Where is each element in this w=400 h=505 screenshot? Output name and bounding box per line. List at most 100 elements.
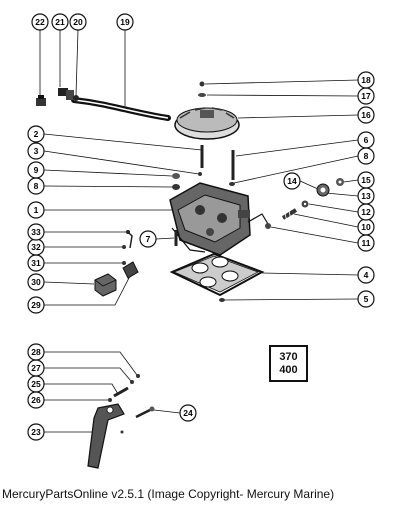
callout-circle: [27, 223, 45, 241]
callout-5: 5: [357, 290, 375, 308]
callout-circle: [27, 391, 45, 409]
leader-line-24: [153, 409, 181, 414]
callout-7: 7: [139, 230, 157, 248]
leader-line-6: [235, 139, 359, 157]
callout-circle: [357, 290, 375, 308]
callout-22: 22: [31, 13, 49, 31]
callout-number: 7: [146, 234, 151, 244]
leader-line-11: [270, 226, 359, 244]
callout-28: 28: [27, 343, 45, 361]
image-caption: MercuryPartsOnline v2.5.1 (Image Copyrig…: [2, 487, 335, 501]
callout-18: 18: [357, 71, 375, 89]
callout-24: 24: [179, 404, 197, 422]
leader-line-4: [261, 272, 359, 276]
callout-13: 13: [357, 187, 375, 205]
callout-circle: [283, 172, 301, 190]
callout-number: 31: [31, 258, 41, 268]
leader-line-29: [44, 275, 131, 306]
callout-number: 2: [34, 129, 39, 139]
callout-9: 9: [27, 161, 45, 179]
leader-line-30: [43, 281, 95, 285]
leader-line-20: [75, 29, 79, 96]
callout-23: 23: [27, 423, 45, 441]
callout-15: 15: [357, 171, 375, 189]
callout-circle: [116, 13, 134, 31]
callout-circle: [27, 161, 45, 179]
part-throttle-lever: [87, 403, 125, 469]
leader-line-2: [43, 133, 203, 151]
callout-number: 23: [31, 427, 41, 437]
callout-number: 4: [364, 270, 369, 280]
leader-line-12: [308, 203, 359, 213]
callout-10: 10: [357, 218, 375, 236]
part-choke-block: [94, 273, 117, 297]
callout-number: 28: [31, 347, 41, 357]
callout-circle: [51, 13, 69, 31]
callout-19: 19: [116, 13, 134, 31]
callout-circle: [31, 13, 49, 31]
callout-number: 5: [364, 294, 369, 304]
callout-circle: [27, 343, 45, 361]
model-line-1: 370: [279, 350, 298, 363]
callout-26: 26: [27, 391, 45, 409]
callout-29: 29: [27, 296, 45, 314]
leader-line-8: [43, 185, 173, 188]
callout-number: 8: [34, 181, 39, 191]
callout-circle: [27, 273, 45, 291]
callout-number: 30: [31, 277, 41, 287]
callout-circle: [69, 13, 87, 31]
leader-line-8a: [233, 155, 359, 184]
leader-line-28: [44, 351, 138, 376]
callout-8a: 8: [357, 147, 375, 165]
callout-number: 15: [361, 175, 371, 185]
part-gasket: [169, 252, 265, 297]
callout-number: 13: [361, 191, 371, 201]
callout-6: 6: [357, 131, 375, 149]
model-box: 370 400: [269, 345, 308, 382]
model-line-2: 400: [279, 363, 298, 376]
callout-circle: [357, 234, 375, 252]
callout-number: 22: [35, 17, 45, 27]
callout-number: 25: [31, 379, 41, 389]
callout-number: 16: [361, 110, 371, 120]
callout-number: 29: [31, 300, 41, 310]
part-needle-seat: [301, 178, 344, 208]
part-screw: [281, 208, 298, 223]
callout-31: 31: [27, 254, 45, 272]
callout-11: 11: [357, 234, 375, 252]
leader-line-14: [299, 180, 319, 190]
callout-number: 18: [361, 75, 371, 85]
leader-lines: [39, 29, 359, 433]
callout-number: 3: [34, 146, 39, 156]
leader-line-7: [155, 237, 175, 240]
callout-number: 8: [364, 151, 369, 161]
leader-line-15: [343, 179, 359, 183]
callout-number: 10: [361, 222, 371, 232]
callout-circle: [27, 125, 45, 143]
callout-number: 20: [73, 17, 83, 27]
callout-16: 16: [357, 106, 375, 124]
callout-27: 27: [27, 359, 45, 377]
callout-number: 17: [361, 91, 371, 101]
leader-line-18: [204, 79, 359, 85]
part-bracket: [122, 261, 139, 279]
callout-number: 19: [120, 17, 130, 27]
callout-circle: [139, 230, 157, 248]
callout-circle: [27, 423, 45, 441]
callout-number: 6: [364, 135, 369, 145]
callout-circle: [27, 142, 45, 160]
part-nut: [199, 81, 205, 87]
callout-number: 11: [362, 238, 371, 248]
leader-line-10: [293, 213, 359, 228]
part-flame-arrestor: [174, 107, 240, 140]
leader-line-13: [325, 192, 359, 197]
callout-12: 12: [357, 203, 375, 221]
callout-number: 21: [55, 17, 65, 27]
callout-number: 24: [183, 408, 193, 418]
callout-8: 8: [27, 177, 45, 195]
callout-number: 1: [34, 205, 39, 215]
callout-number: 32: [31, 242, 41, 252]
callout-20: 20: [69, 13, 87, 31]
callout-circle: [357, 147, 375, 165]
